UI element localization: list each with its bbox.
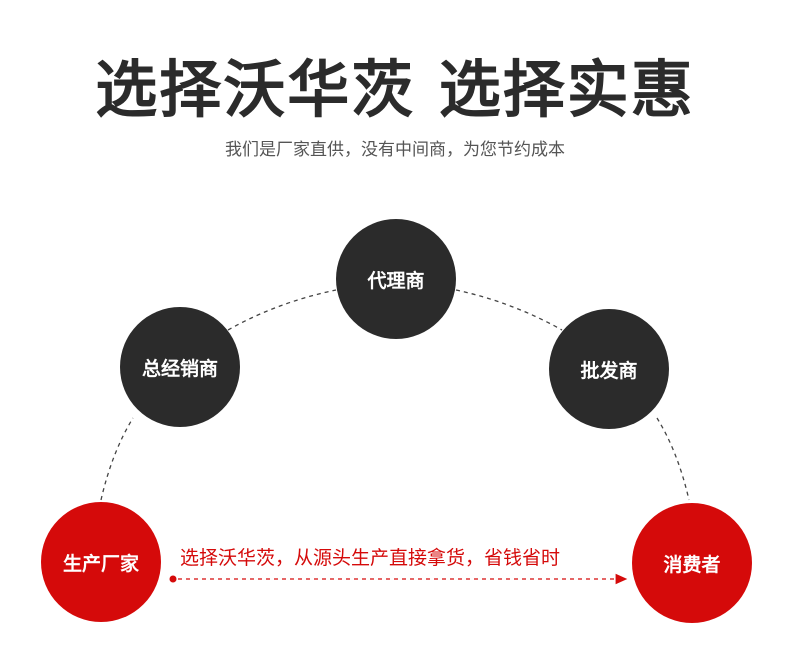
- manufacturer-label: 生产厂家: [62, 552, 139, 575]
- manufacturer-node: 生产厂家: [41, 502, 161, 622]
- wholesaler-node: 批发商: [549, 309, 669, 429]
- general-distributor-label: 总经销商: [141, 357, 218, 380]
- consumer-node: 消费者: [632, 503, 752, 623]
- consumer-label: 消费者: [663, 553, 721, 576]
- general-distributor-node: 总经销商: [120, 307, 240, 427]
- page-title: 选择沃华茨 选择实惠: [95, 53, 695, 126]
- agent-node: 代理商: [336, 219, 456, 339]
- direct-path-start-dot: [169, 575, 177, 583]
- arc-maker-to-general: [100, 417, 134, 501]
- arc-batch-to-consumer: [656, 417, 690, 501]
- arc-general-to-agent: [227, 289, 337, 331]
- wholesaler-label: 批发商: [580, 359, 638, 382]
- direct-path-caption: 选择沃华茨，从源头生产直接拿货，省钱省时: [180, 547, 561, 569]
- agent-label: 代理商: [367, 269, 425, 292]
- page-subtitle: 我们是厂家直供，没有中间商，为您节约成本: [225, 140, 565, 160]
- arc-agent-to-batch: [455, 289, 563, 331]
